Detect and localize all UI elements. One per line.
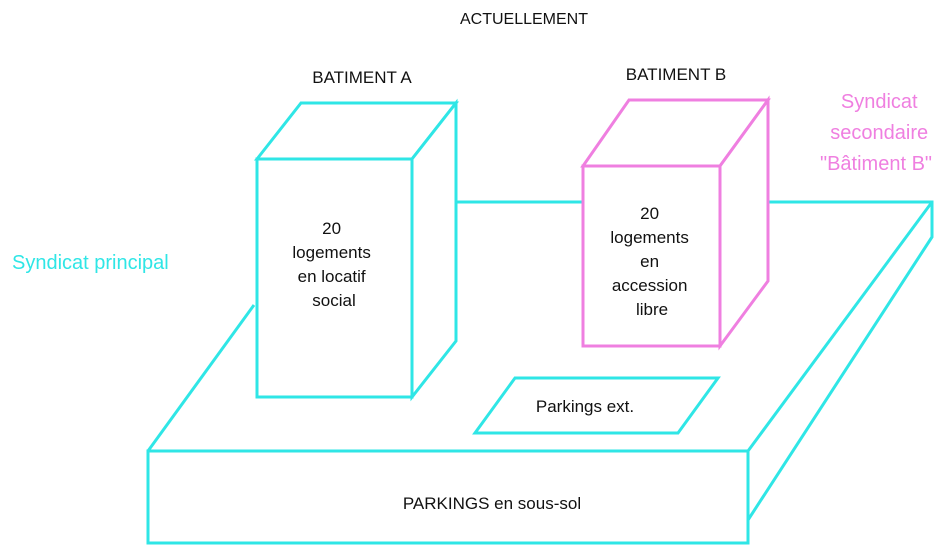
building-a-line: 20 [322, 219, 341, 238]
building-a-front-face [255, 157, 414, 399]
building-a [253, 98, 460, 402]
base-slab [146, 200, 934, 545]
base-top-edge-left [146, 304, 256, 452]
building-b-line: accession [612, 276, 688, 295]
building-a-line: logements [292, 243, 370, 262]
building-b-text: 20 logements en accession libre [610, 204, 693, 319]
parkings-ext-label: Parkings ext. [536, 397, 634, 416]
syndicat-secondaire-line: secondaire [830, 122, 928, 144]
base-top-edge-right [746, 201, 934, 452]
base-top-edge-back-right [746, 200, 934, 521]
building-b-line: en [640, 252, 659, 271]
building-b [580, 95, 771, 351]
building-b-line: libre [636, 300, 668, 319]
building-a-text: 20 logements en locatif social [292, 219, 375, 310]
syndicat-principal-label: Syndicat principal [12, 252, 169, 274]
parkings-sous-sol-label: PARKINGS en sous-sol [403, 494, 581, 513]
building-b-line: logements [610, 228, 688, 247]
syndicat-secondaire-line: "Bâtiment B" [820, 153, 932, 175]
diagram-title: ACTUELLEMENT [460, 11, 588, 28]
building-a-line: social [312, 291, 355, 310]
building-a-line: en locatif [298, 267, 366, 286]
building-b-title: BATIMENT B [626, 65, 726, 84]
syndicat-secondaire-line: Syndicat [841, 91, 918, 113]
syndicat-secondaire-label: Syndicat secondaire "Bâtiment B" [820, 91, 934, 175]
building-a-title: BATIMENT A [312, 68, 412, 87]
building-b-front-face [581, 164, 722, 348]
building-b-line: 20 [640, 204, 659, 223]
parkings-ext-area [472, 376, 721, 435]
base-front-face [146, 449, 750, 545]
